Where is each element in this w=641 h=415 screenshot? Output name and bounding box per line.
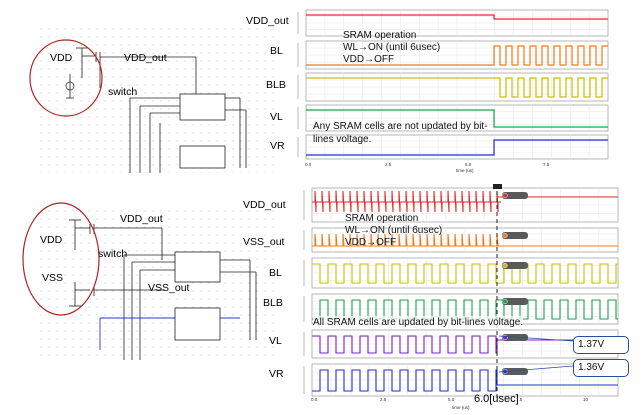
bottom-vdd-out-label: VDD_out <box>120 213 163 225</box>
bottom-trace-vdd-out-yaxis <box>303 190 305 220</box>
top-x-tick-0: 0.0 <box>305 162 312 167</box>
top-x-tick-2: 5.0 <box>465 162 472 167</box>
top-annotation-line-1: SRAM operation <box>343 30 417 41</box>
top-trace-vdd-out <box>306 14 608 20</box>
bottom-note: All SRAM cells are updated by bit-lines … <box>313 316 524 329</box>
bottom-cursor-handle <box>493 184 502 189</box>
bottom-x-tick-4: 10 <box>583 397 589 402</box>
bottom-x-tick-2: 5.0 <box>448 397 455 402</box>
top-trace-vr-yaxis <box>297 137 299 157</box>
top-trace-bl <box>306 45 608 66</box>
top-x-tick-1: 2.5 <box>385 162 392 167</box>
top-schematic <box>40 28 280 173</box>
top-switch-label: switch <box>108 86 138 98</box>
bottom-trace-blb-marker-badge <box>502 298 528 305</box>
bottom-trace-vr-marker-badge <box>502 368 528 375</box>
top-row-label-bl: BL <box>270 45 283 57</box>
bottom-trace-vl-marker-dot <box>502 334 508 341</box>
bottom-row-label-blb: BLB <box>263 297 283 309</box>
bottom-x-tick-1: 2.5 <box>380 397 387 402</box>
bottom-vdd-label: VDD <box>40 234 63 246</box>
bottom-trace-vdd-out-marker-badge <box>502 192 528 199</box>
top-row-label-vr: VR <box>270 140 285 152</box>
top-trace-vl <box>306 109 608 128</box>
top-row-label-vl: VL <box>270 111 283 123</box>
bottom-vdd-vss-highlight-circle <box>22 202 100 316</box>
bottom-trace-vss-out-marker-badge <box>502 232 528 239</box>
top-trace-vdd-out-yaxis <box>297 12 299 34</box>
bottom-trace-bl-marker-dot <box>502 262 508 269</box>
bottom-trace-vss-out-yaxis <box>303 230 305 250</box>
bottom-vss-out-label: VSS_out <box>148 282 190 294</box>
top-vdd-out-label: VDD_out <box>124 52 167 64</box>
bottom-row-label-vl: VL <box>269 335 282 347</box>
bottom-trace-vdd-out <box>312 190 618 213</box>
bottom-trace-vl <box>312 335 618 354</box>
top-row-label-vdd-out: VDD_out <box>246 15 289 27</box>
bottom-x-tick-0: 0.0 <box>311 397 318 402</box>
bottom-trace-vl-marker-badge <box>502 334 528 341</box>
top-annotation-line-3: VDD→OFF <box>343 54 395 65</box>
top-x-label: time (us) <box>456 168 474 173</box>
top-trace-bl-yaxis <box>297 43 299 67</box>
top-vdd-label: VDD <box>50 52 73 64</box>
bottom-row-label-vdd-out: VDD_out <box>243 199 286 211</box>
bottom-trace-vss-out-marker-dot <box>502 232 508 239</box>
top-vdd-highlight-circle <box>29 39 103 117</box>
bottom-waveform-panel <box>303 184 619 398</box>
bottom-trace-bl <box>312 263 618 284</box>
callout-vl-connector <box>498 335 574 342</box>
bottom-annotation-line-2: WL→ON (until 6usec) <box>345 225 443 236</box>
top-trace-blb-yaxis <box>297 75 299 99</box>
bottom-x-tick-3: 7.5 <box>516 397 523 402</box>
bottom-trace-vl-yaxis <box>303 332 305 356</box>
bottom-trace-blb-marker-dot <box>502 298 508 305</box>
bottom-row-label-vss-out: VSS_out <box>243 236 285 248</box>
top-annotation-line-2: WL→ON (until 6usec) <box>343 42 441 53</box>
bottom-schematic <box>40 210 280 360</box>
callout-vr-value: 1.36V <box>573 359 629 377</box>
callout-vl-value: 1.37V <box>573 336 629 354</box>
bottom-trace-bl-yaxis <box>303 260 305 286</box>
bottom-annotation-line-3: VDD→OFF <box>345 237 397 248</box>
bottom-x-label: time (us) <box>452 405 470 410</box>
cursor-time-label: 6.0[usec] <box>474 393 519 405</box>
top-x-tick-3: 7.5 <box>543 162 550 167</box>
bottom-trace-vr-yaxis <box>303 366 305 394</box>
bottom-trace-vr <box>312 369 618 392</box>
top-note: Any SRAM cells are not updated by bit-li… <box>313 121 488 145</box>
top-trace-blb <box>306 77 608 98</box>
bottom-row-label-vr: VR <box>269 368 284 380</box>
bottom-row-label-bl: BL <box>269 267 282 279</box>
bottom-trace-vss-out <box>312 233 618 247</box>
bottom-trace-blb-yaxis <box>303 296 305 322</box>
top-trace-vr <box>306 139 608 156</box>
bottom-vss-label: VSS <box>42 272 64 284</box>
bottom-trace-bl-marker-badge <box>502 262 528 269</box>
bottom-trace-vdd-out-marker-dot <box>502 192 508 199</box>
top-trace-vl-yaxis <box>297 107 299 129</box>
bottom-annotation-line-1: SRAM operation <box>345 213 419 224</box>
top-waveform-panel <box>297 9 609 160</box>
bottom-switch-label: switch <box>98 248 128 260</box>
callout-vr-connector <box>498 365 574 373</box>
top-row-label-blb: BLB <box>266 79 286 91</box>
